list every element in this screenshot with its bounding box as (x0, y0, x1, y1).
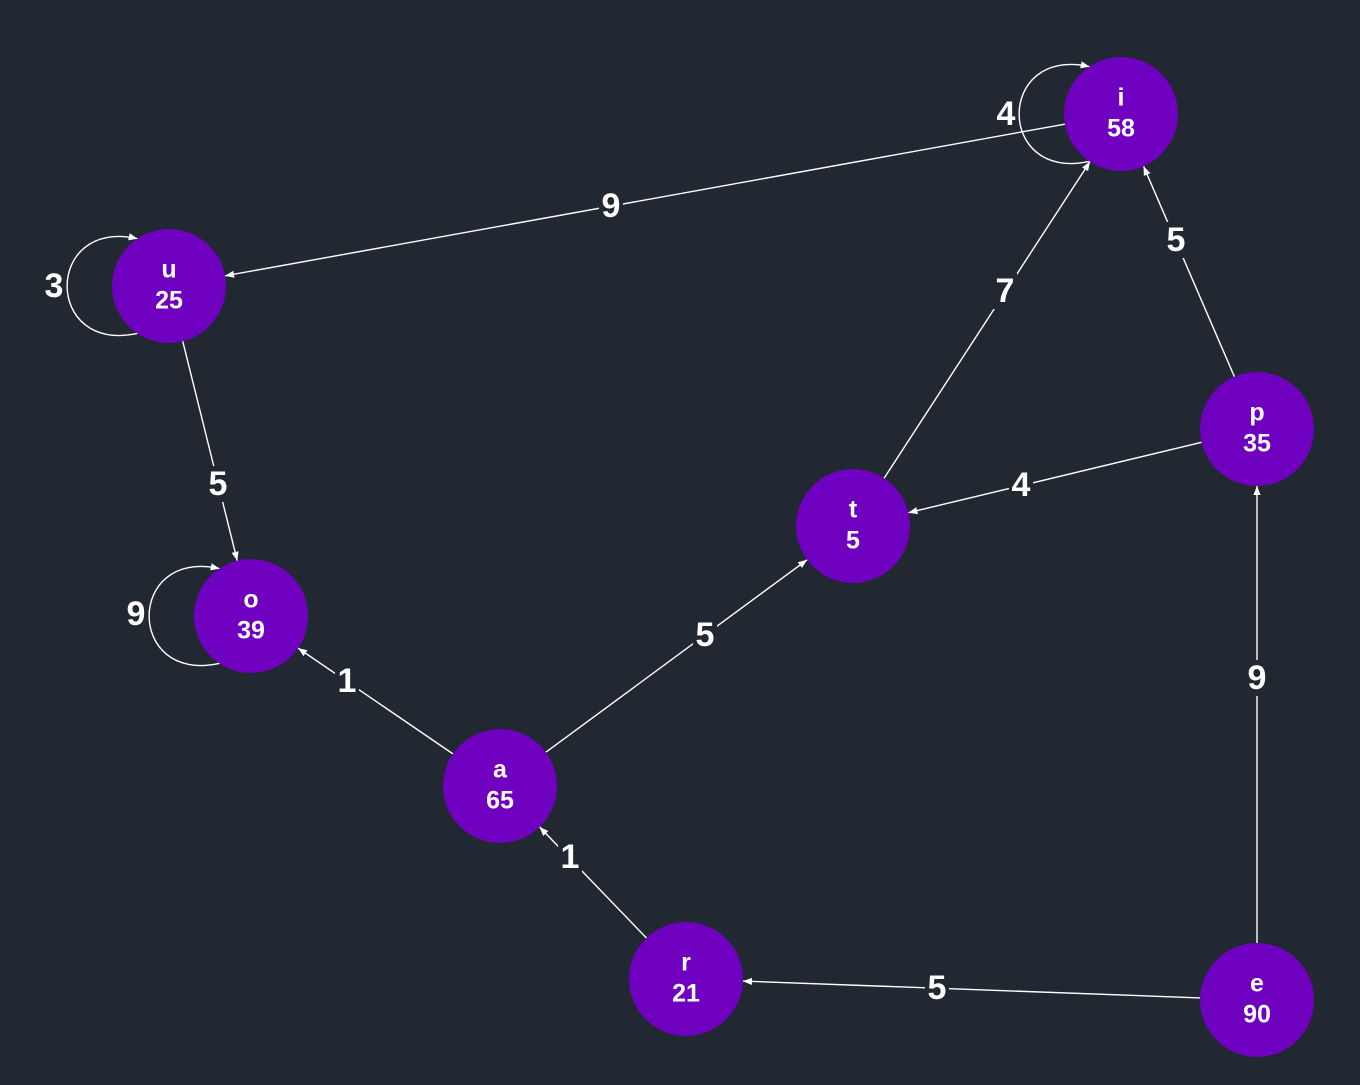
edge-weight-label: 5 (1167, 221, 1186, 259)
edge-weight-label: 9 (602, 187, 621, 225)
edge-weight-label: 4 (997, 95, 1016, 133)
edge-p-i (1142, 166, 1236, 377)
edge-weight-label: 1 (561, 838, 580, 876)
edge-label-bg (335, 663, 359, 699)
node-value-label: 5 (846, 527, 860, 555)
edge-u-u (66, 233, 138, 337)
edge-weight-label: 1 (338, 662, 357, 700)
node-circle (1200, 943, 1314, 1057)
node-value-label: 35 (1243, 430, 1271, 458)
edge-weight-label: 7 (996, 272, 1015, 310)
edge-weight-label: 9 (1248, 659, 1267, 697)
edge-label-bg (1009, 467, 1033, 503)
edge-t-i (883, 161, 1091, 479)
node-id-label: o (243, 586, 258, 614)
node-circle (796, 469, 910, 583)
node-e: e 90 (1200, 943, 1314, 1057)
edge-label-bg (558, 839, 582, 875)
node-value-label: 21 (672, 980, 700, 1008)
node-id-label: a (493, 756, 508, 784)
edge-p-t (908, 441, 1202, 515)
edge-label-bg (693, 617, 717, 653)
node-circle (112, 229, 226, 343)
edges-layer (66, 61, 1261, 999)
node-circle (629, 922, 743, 1036)
node-t: t5 (796, 469, 910, 583)
node-a: a 65 (443, 729, 557, 843)
edge-u-o (182, 341, 239, 561)
edge-label-bg (994, 96, 1018, 132)
node-circle (443, 729, 557, 843)
edge-r-a (539, 826, 647, 939)
node-u: u 25 (112, 229, 226, 343)
node-p: p 35 (1200, 372, 1314, 486)
edge-label-bg (925, 970, 949, 1006)
edge-weight-label: 3 (45, 267, 64, 305)
node-id-label: r (681, 949, 691, 977)
edge-weight-label: 5 (696, 616, 715, 654)
node-value-label: 65 (486, 787, 514, 815)
node-i: i 58 (1064, 57, 1178, 171)
edge-i-i (1018, 61, 1090, 165)
node-id-label: p (1249, 399, 1264, 427)
edge-weight-label: 5 (209, 465, 228, 503)
edge-weight-label: 9 (127, 595, 146, 633)
node-circle (1200, 372, 1314, 486)
edge-label-bg (42, 268, 66, 304)
node-o: o 39 (194, 559, 308, 673)
node-id-label: t (849, 496, 858, 524)
edge-label-bg (599, 188, 623, 224)
edge-label-bg (1245, 660, 1269, 696)
node-value-label: 58 (1107, 115, 1135, 143)
edge-e-r (742, 977, 1201, 999)
edge-weight-label: 4 (1012, 466, 1031, 504)
edge-label-bg (1164, 222, 1188, 258)
node-id-label: u (161, 256, 176, 284)
edge-o-o (148, 563, 220, 667)
edge-a-o (297, 647, 454, 755)
node-id-label: e (1250, 970, 1264, 998)
node-circle (1064, 57, 1178, 171)
node-value-label: 25 (155, 287, 183, 315)
node-circle (194, 559, 308, 673)
edge-label-bg (993, 273, 1017, 309)
edge-label-bg (206, 466, 230, 502)
node-value-label: 90 (1243, 1001, 1271, 1029)
node-id-label: i (1118, 84, 1125, 112)
edge-label-bg (124, 596, 148, 632)
node-r: r 21 (629, 922, 743, 1036)
edge-i-u (224, 123, 1066, 278)
node-value-label: 39 (237, 617, 265, 645)
edge-weight-label: 5 (928, 969, 947, 1007)
edge-a-t (545, 559, 808, 753)
